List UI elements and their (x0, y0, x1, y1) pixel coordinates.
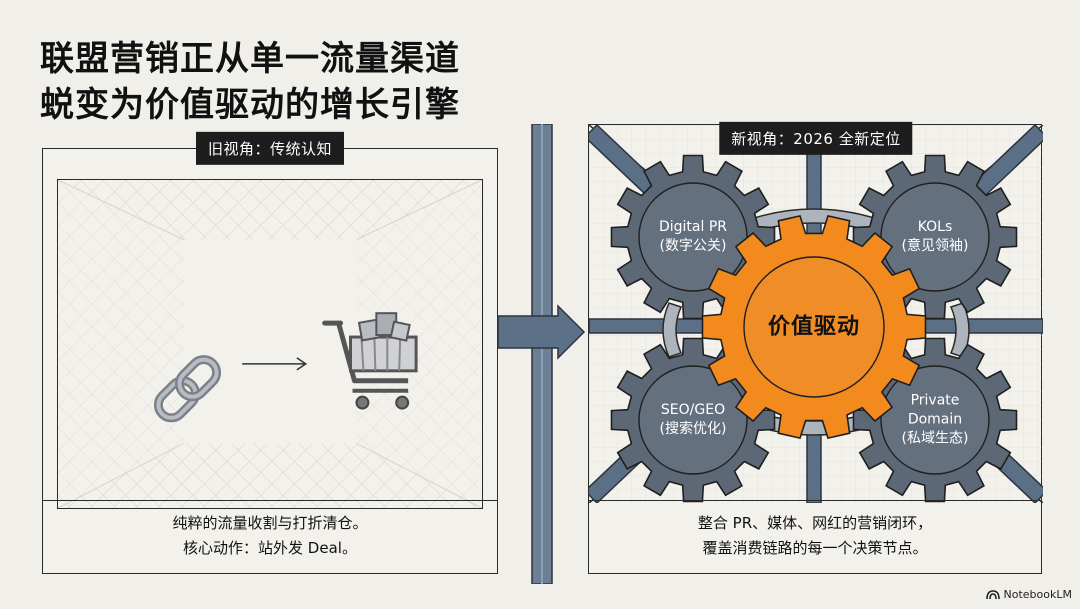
gear-4-line-1: Private (910, 392, 960, 409)
perspective-grid (58, 180, 482, 508)
gear-2-line-1: KOLs (917, 219, 953, 235)
new-perspective-caption: 整合 PR、媒体、网红的营销闭环， 覆盖消费链路的每一个决策节点。 (589, 500, 1041, 573)
transition-connector (497, 124, 586, 584)
gear-1-line-2: (数字公关) (659, 238, 727, 254)
old-perspective-scene (57, 179, 483, 509)
title-line-1: 联盟营销正从单一流量渠道 (40, 39, 460, 79)
gear-value-driven (701, 214, 927, 440)
new-perspective-tag: 新视角：2026 全新定位 (719, 121, 913, 155)
gear-label-private-domain: Private Domain (私域生态) (902, 392, 969, 449)
gear-4-line-3: (私域生态) (901, 430, 969, 447)
arrow-right-icon (497, 304, 586, 360)
gear-3-line-1: SEO/GEO (660, 402, 726, 418)
gear-label-kols: KOLs (意见领袖) (902, 218, 969, 256)
notebooklm-brand: NotebookLM (985, 588, 1072, 601)
old-caption-line-1: 纯粹的流量收割与打折清仓。 (172, 514, 368, 532)
gear-private-domain-hub (880, 365, 990, 475)
gear-4-line-2: Domain (907, 411, 963, 428)
notebooklm-logo-icon (985, 589, 1000, 599)
chain-link-icon (153, 355, 222, 423)
gear-1-line-1: Digital PR (658, 219, 728, 235)
old-perspective-caption: 纯粹的流量收割与打折清仓。 核心动作：站外发 Deal。 (43, 500, 497, 573)
new-caption-line-2: 覆盖消费链路的每一个决策节点。 (702, 539, 928, 557)
new-perspective-panel: 新视角：2026 全新定位 Digital PR (数字公关) KOLs (意见… (588, 121, 1043, 574)
old-perspective-panel: 旧视角：传统认知 纯粹的流量收割与打折清仓。 核心动作：站外发 Deal。 (42, 131, 498, 574)
gear-seo-geo-hub (638, 365, 748, 475)
gear-label-digital-pr: Digital PR (数字公关) (659, 218, 727, 256)
arrow-right-icon (242, 357, 308, 371)
center-gear-label: 价值驱动 (767, 314, 861, 340)
title-line-2: 蜕变为价值驱动的增长引擎 (40, 85, 460, 125)
old-perspective-tag: 旧视角：传统认知 (195, 131, 345, 165)
new-caption-line-1: 整合 PR、媒体、网红的营销闭环， (697, 514, 933, 532)
slide-title: 联盟营销正从单一流量渠道 蜕变为价值驱动的增长引擎 (40, 36, 460, 128)
gear-value-driven-hub (743, 256, 885, 398)
shopping-cart-icon (322, 312, 418, 410)
gear-system-diagram (589, 125, 1043, 503)
old-caption-line-2: 核心动作：站外发 Deal。 (183, 539, 357, 557)
brand-label: NotebookLM (1003, 588, 1072, 601)
gear-3-line-2: (搜索优化) (659, 421, 727, 437)
gear-2-line-2: (意见领袖) (901, 238, 969, 254)
gear-label-seo-geo: SEO/GEO (搜索优化) (660, 401, 727, 439)
